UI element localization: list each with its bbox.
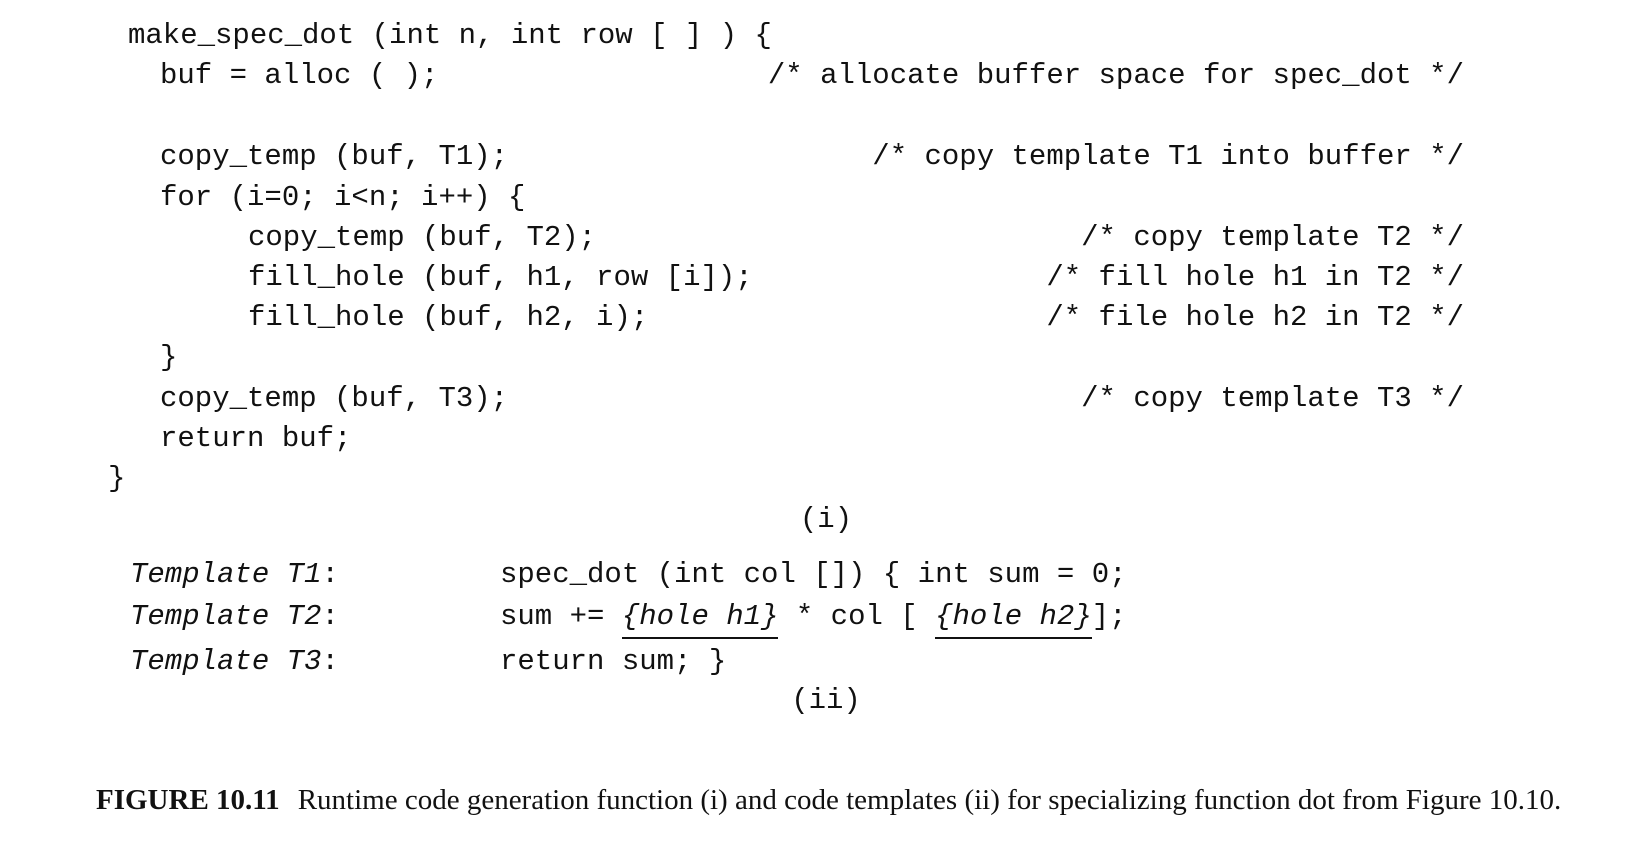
code-line-alloc: buf = alloc ( ); bbox=[160, 59, 439, 92]
comment-fill-h2: /* file hole h2 in T2 */ bbox=[1046, 301, 1464, 334]
code-line-copy-t3: copy_temp (buf, T3); bbox=[160, 382, 509, 415]
template-code-t1: spec_dot (int col []) { int sum = 0; bbox=[500, 558, 1127, 591]
template-label-t3: Template T3: bbox=[130, 641, 339, 683]
code-line-for: for (i=0; i<n; i++) { bbox=[160, 181, 526, 214]
code-line-copy-t2: copy_temp (buf, T2); bbox=[248, 221, 597, 254]
template-label-t2: Template T2: bbox=[130, 596, 339, 638]
template-label-t2-text: Template T2 bbox=[130, 600, 322, 633]
template-label-t1-colon: : bbox=[321, 558, 339, 591]
template-label-t1: Template T1: bbox=[130, 554, 339, 596]
template-label-t3-colon: : bbox=[321, 645, 339, 678]
code-line-signature: make_spec_dot (int n, int row [ ] ) { bbox=[128, 19, 772, 52]
template-t2-code-post: ]; bbox=[1091, 600, 1127, 633]
figure-label: FIGURE 10.11 bbox=[96, 784, 280, 816]
sublabel-ii: (ii) bbox=[791, 684, 861, 717]
template-t2-code-mid: * col [ bbox=[778, 600, 936, 633]
comment-copy-t3: /* copy template T3 */ bbox=[1081, 382, 1464, 415]
hole-h2: {hole h2} bbox=[935, 600, 1092, 639]
comment-alloc: /* allocate buffer space for spec_dot */ bbox=[767, 59, 1464, 92]
template-label-t2-colon: : bbox=[321, 600, 339, 633]
template-code-t3: return sum; } bbox=[500, 645, 727, 678]
code-line-copy-t1: copy_temp (buf, T1); bbox=[160, 140, 509, 173]
comment-fill-h1: /* fill hole h1 in T2 */ bbox=[1046, 261, 1464, 294]
comment-copy-t1: /* copy template T1 into buffer */ bbox=[872, 140, 1464, 173]
template-t2-code-pre: sum += bbox=[500, 600, 622, 633]
hole-h1: {hole h1} bbox=[621, 600, 779, 639]
comment-copy-t2: /* copy template T2 */ bbox=[1081, 221, 1464, 254]
code-line-for-close: } bbox=[160, 341, 178, 374]
figure-caption-text: Runtime code generation function (i) and… bbox=[297, 784, 1562, 816]
code-line-func-close: } bbox=[108, 462, 126, 495]
sublabel-i: (i) bbox=[799, 503, 853, 536]
code-line-fill-h2: fill_hole (buf, h2, i); bbox=[248, 301, 649, 334]
figure-caption: FIGURE 10.11 Runtime code generation func… bbox=[96, 780, 1566, 821]
code-line-return: return buf; bbox=[160, 422, 352, 455]
template-label-t3-text: Template T3 bbox=[130, 645, 322, 678]
template-label-t1-text: Template T1 bbox=[130, 558, 322, 591]
template-code-t2: sum += {hole h1} * col [ {hole h2}]; bbox=[500, 596, 1127, 639]
code-line-fill-h1: fill_hole (buf, h1, row [i]); bbox=[248, 261, 753, 294]
